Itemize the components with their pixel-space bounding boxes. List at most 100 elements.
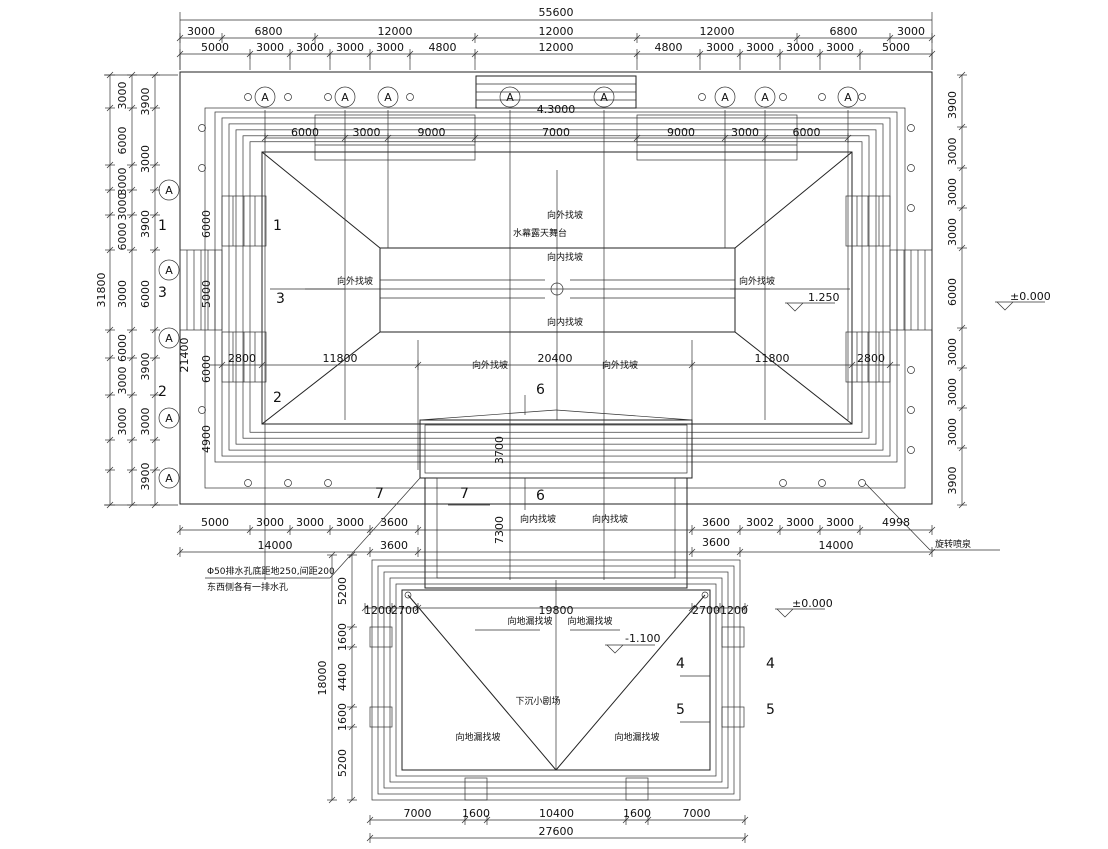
bottom-left-dim-3: 3000	[336, 516, 364, 529]
grid-bubble-label-top-3: A	[506, 91, 514, 104]
left-total-label: 31800	[95, 273, 108, 308]
plaza-dim-2700b: 2700	[692, 604, 720, 617]
left-21400: 21400	[178, 338, 191, 373]
right-dim-4: 6000	[946, 278, 959, 306]
bottom-left-dim-0: 5000	[201, 516, 229, 529]
top-dim2-3: 3000	[336, 41, 364, 54]
section-mark-6b: 6	[536, 488, 545, 504]
right-dim-0: 3900	[946, 91, 959, 119]
bottom-right-dim-2: 3000	[786, 516, 814, 529]
left-outer-1: 6000	[116, 127, 129, 155]
left-outer-3: 3000	[116, 193, 129, 221]
top-dim2-0: 5000	[201, 41, 229, 54]
inner-top-dim-4: 9000	[667, 126, 695, 139]
sunken-plaza: 下沉小剧场 向地漏找坡 向地漏找坡 向地漏找坡 向地漏找坡 -1.100 ±0.…	[316, 551, 833, 843]
left-inner-1: 3000	[139, 145, 152, 173]
plaza-dim-1200b: 1200	[720, 604, 748, 617]
top-dim2-12: 5000	[882, 41, 910, 54]
section-mark-1b: 1	[273, 218, 282, 234]
top-dim2-10: 3000	[786, 41, 814, 54]
section-mark-4a: 4	[676, 656, 685, 672]
elevation-neg: -1.100	[625, 632, 660, 645]
left-dimensions: 31800 3000600030003000600030006000300030…	[95, 71, 213, 509]
right-dim-8: 3900	[946, 467, 959, 495]
left-section-marks: 1 1 3 3 2 2	[158, 218, 285, 406]
stage-label: 水幕露天舞台	[513, 227, 567, 239]
slope-label-top: 向外找坡	[547, 209, 583, 221]
left-inner-3: 6000	[139, 280, 152, 308]
left-inner-2: 3900	[139, 210, 152, 238]
bottom-left-dim-1: 3000	[256, 516, 284, 529]
right-dim-2: 3000	[946, 178, 959, 206]
left-inner-6: 3900	[139, 463, 152, 491]
grid-bubble-left	[158, 259, 180, 281]
grid-bubble-label-top-0: A	[261, 91, 269, 104]
left-inner-b-3: 4900	[200, 425, 213, 453]
top-dim-4: 12000	[700, 25, 735, 38]
grid-bubble-top	[334, 86, 356, 108]
top-dim2-4: 3000	[376, 41, 404, 54]
grid-bubble-left	[158, 327, 180, 349]
left-inner-5: 3000	[139, 408, 152, 436]
bottom-left-dim-4: 3600	[380, 516, 408, 529]
plaza-dim-19800: 19800	[539, 604, 574, 617]
plaza-dim-2700a: 2700	[391, 604, 419, 617]
grid-bubble-left	[158, 467, 180, 489]
drain-note-2: 东西侧各有一排水孔	[207, 581, 288, 593]
left-inner-b-0: 6000	[200, 210, 213, 238]
bottom-total-0: 14000	[258, 539, 293, 552]
top-dim2-1: 3000	[256, 41, 284, 54]
left-outer-2: 3000	[116, 168, 129, 196]
top-dim-1: 6800	[255, 25, 283, 38]
grid-bubble-label-top-7: A	[844, 91, 852, 104]
bottom-total-1: 3600	[380, 539, 408, 552]
bottom-right-dim-1: 3002	[746, 516, 774, 529]
right-dim-6: 3000	[946, 378, 959, 406]
section-mark-2b: 2	[273, 390, 282, 406]
section-mark-5b: 5	[766, 702, 775, 718]
mid-dim-3: 11800	[755, 352, 790, 365]
slope-in-label-4: 向内找坡	[592, 513, 628, 525]
drain-slope-1: 向地漏找坡	[507, 615, 552, 627]
fountain-label: 旋转喷泉	[935, 538, 971, 550]
top-dim2-2: 3000	[296, 41, 324, 54]
plaza-dim-1200a: 1200	[364, 604, 392, 617]
top-dim-3: 12000	[539, 25, 574, 38]
top-dim-0: 3000	[187, 25, 215, 38]
section-mark-7b: 7	[460, 486, 469, 502]
bottom-right-dim-3: 3000	[826, 516, 854, 529]
plaza-dim-5200b: 5200	[336, 749, 349, 777]
plaza-dim-18000: 18000	[316, 661, 329, 696]
plaza-dim-1600a: 1600	[336, 623, 349, 651]
left-outer-8: 3000	[116, 408, 129, 436]
drain-note-1: Φ50排水孔底距地250,间距200	[207, 565, 335, 577]
top-dim-6: 3000	[897, 25, 925, 38]
section-mark-1a: 1	[158, 218, 167, 234]
grid-bubble-label-top-2: A	[384, 91, 392, 104]
left-outer-7: 3000	[116, 367, 129, 395]
grid-bubble-label-top-6: A	[761, 91, 769, 104]
grid-bubble-top	[593, 86, 615, 108]
total-width-label: 55600	[539, 6, 574, 19]
slope-label-left: 向外找坡	[337, 275, 373, 287]
right-dim-1: 3000	[946, 138, 959, 166]
left-outer-6: 6000	[116, 334, 129, 362]
slope-in-label-3: 向内找坡	[520, 513, 556, 525]
section-mark-3b: 3	[276, 291, 285, 307]
section-mark-6a: 6	[536, 382, 545, 398]
top-dim2-8: 3000	[706, 41, 734, 54]
grid-bubble-top	[254, 86, 276, 108]
elevation-1250: 1.250	[808, 291, 840, 304]
top-dim-2: 12000	[378, 25, 413, 38]
drain-slope-4: 向地漏找坡	[614, 731, 659, 743]
sunken-plaza-label: 下沉小剧场	[515, 696, 560, 707]
section-mark-3a: 3	[158, 285, 167, 301]
plaza-bottom-dim-2: 10400	[539, 807, 574, 820]
section-mark-2a: 2	[158, 384, 167, 400]
